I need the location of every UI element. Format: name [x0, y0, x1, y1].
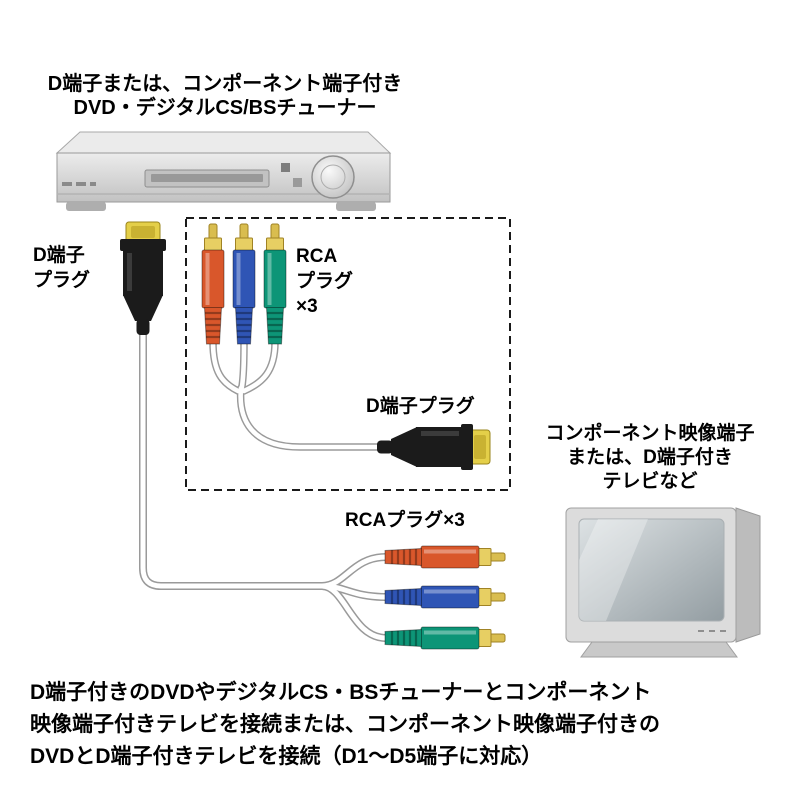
bottom-rca-label: RCAプラグ×3 [345, 510, 465, 531]
description-line3: DVDとD端子付きテレビを接続（D1～D5端子に対応） [30, 745, 543, 768]
tv-screen [578, 518, 725, 622]
rca-inset-label-line3: ×3 [296, 296, 318, 317]
tv-side-label-line3: テレビなど [602, 471, 698, 492]
inset-cable [209, 338, 388, 451]
description-line1: D端子付きのDVDやデジタルCS・BSチューナーとコンポーネント [30, 681, 652, 704]
device-foot [66, 202, 106, 211]
rca-inset-label-line2: プラグ [296, 271, 354, 292]
rca-plug-blue-right [383, 584, 507, 610]
dvd-player-illustration [55, 131, 392, 211]
description-line2: 映像端子付きテレビを接続または、コンポーネント映像端子付きの [30, 713, 660, 736]
inset-d-plug-label: D端子プラグ [366, 396, 475, 417]
rca-plug-blue-up [231, 222, 257, 346]
rca-plug-green-right [383, 625, 507, 651]
main-cable [139, 324, 390, 642]
front-display-marks [62, 182, 96, 186]
d-plug-left-label-line2: プラグ [33, 270, 91, 291]
tv-stand [580, 641, 738, 658]
rca-plug-orange-right [383, 544, 507, 570]
tv-side-label: コンポーネント映像端子 または、D端子付き テレビなど [523, 422, 777, 494]
d-plug-left-label-line1: D端子 [33, 245, 85, 266]
rca-inset-label-line1: RCA [296, 246, 338, 267]
rca-plug-green-up [262, 222, 288, 346]
top-device-label-line1: D端子または、コンポーネント端子付き [47, 73, 403, 95]
jog-knob [311, 155, 355, 199]
tv-side-label-line2: または、D端子付き [567, 447, 733, 468]
tv-illustration [565, 507, 761, 658]
d-plug-left-label: D端子 プラグ [33, 243, 90, 293]
d-terminal-plug-top [119, 221, 167, 336]
tv-side-label-line1: コンポーネント映像端子 [545, 423, 755, 444]
d-terminal-plug-inset [376, 423, 491, 471]
device-button [293, 178, 302, 187]
rca-plug-orange-up [200, 222, 226, 346]
device-button [281, 163, 290, 172]
top-device-label-line2: DVD・デジタルCS/BSチューナー [73, 97, 377, 119]
top-device-label: D端子または、コンポーネント端子付き DVD・デジタルCS/BSチューナー [15, 72, 435, 120]
rca-inset-label: RCA プラグ ×3 [296, 244, 353, 319]
inset-dashed-box [185, 217, 511, 491]
description-paragraph: D端子付きのDVDやデジタルCS・BSチューナーとコンポーネント 映像端子付きテ… [30, 677, 775, 773]
device-foot [336, 202, 376, 211]
